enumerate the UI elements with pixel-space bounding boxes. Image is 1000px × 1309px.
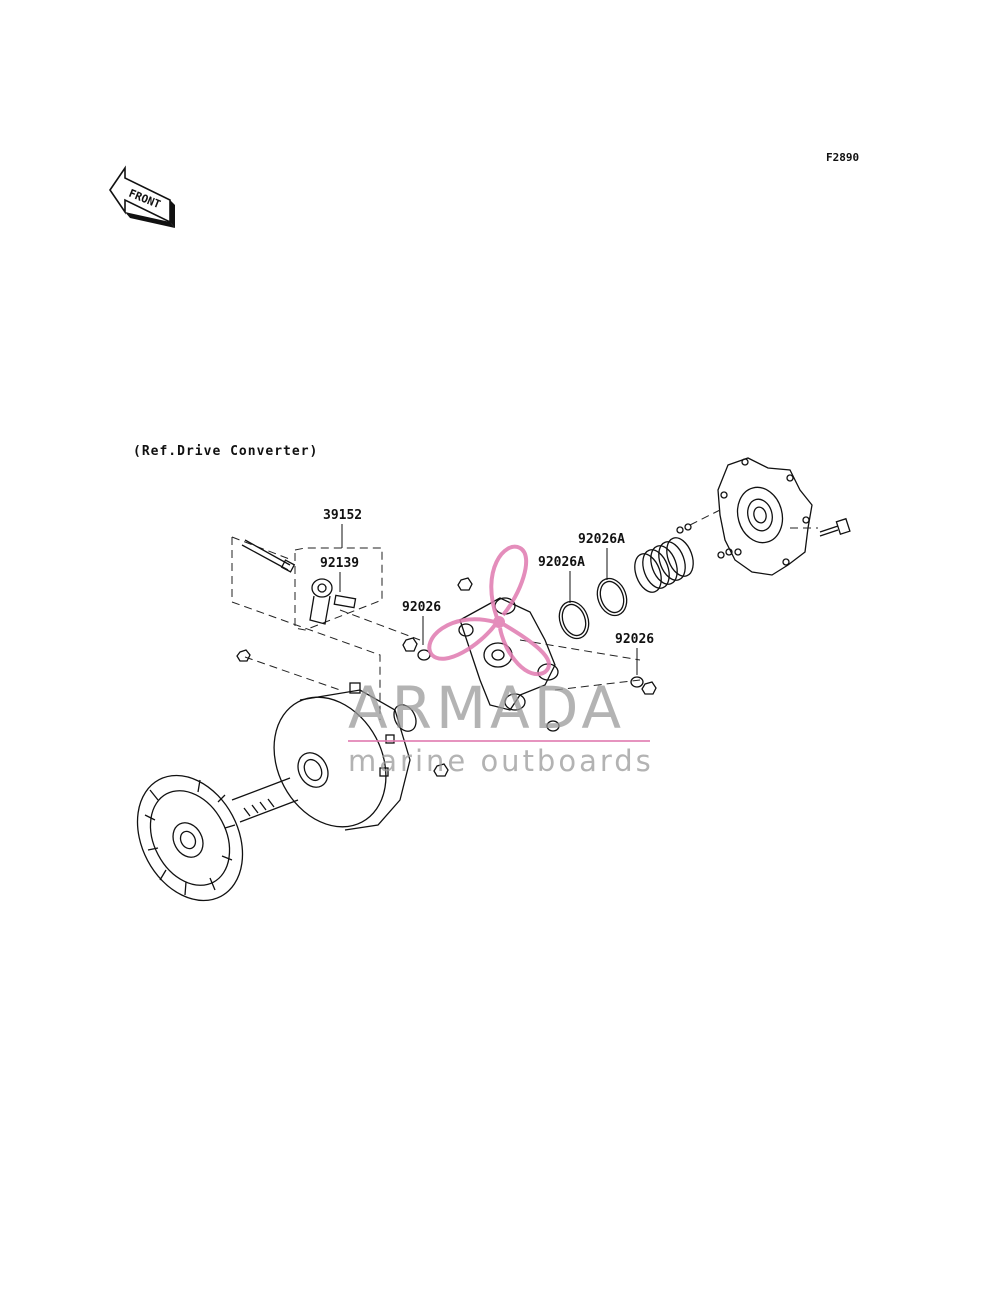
weight-arm-part	[309, 578, 357, 625]
callout-92026-right: 92026	[615, 632, 654, 647]
nut-part	[236, 577, 657, 777]
pin-part	[241, 539, 296, 573]
watermark-subtitle: marine outboards	[348, 744, 654, 778]
movable-sheave-part	[273, 682, 417, 831]
o-ring-part	[558, 577, 628, 640]
callout-92139: 92139	[320, 556, 359, 571]
callout-39152: 39152	[323, 508, 362, 523]
callout-92026A-a: 92026A	[538, 555, 585, 570]
reference-note: (Ref.Drive Converter)	[133, 444, 318, 459]
cover-plate-part	[676, 457, 818, 576]
callout-92026A-b: 92026A	[578, 532, 625, 547]
spring-part	[634, 537, 694, 593]
fixed-sheave-part	[136, 774, 299, 902]
figure-code: F2890	[826, 151, 859, 164]
bolt-part	[819, 517, 851, 537]
watermark-title: ARMADA	[348, 674, 625, 742]
armada-watermark: ARMADA marine outboards	[348, 544, 654, 778]
front-arrow-icon: FRONT	[109, 165, 175, 228]
callout-92026-left: 92026	[402, 600, 441, 615]
propeller-logo-icon	[427, 544, 551, 676]
weight-group-outline	[231, 536, 421, 720]
